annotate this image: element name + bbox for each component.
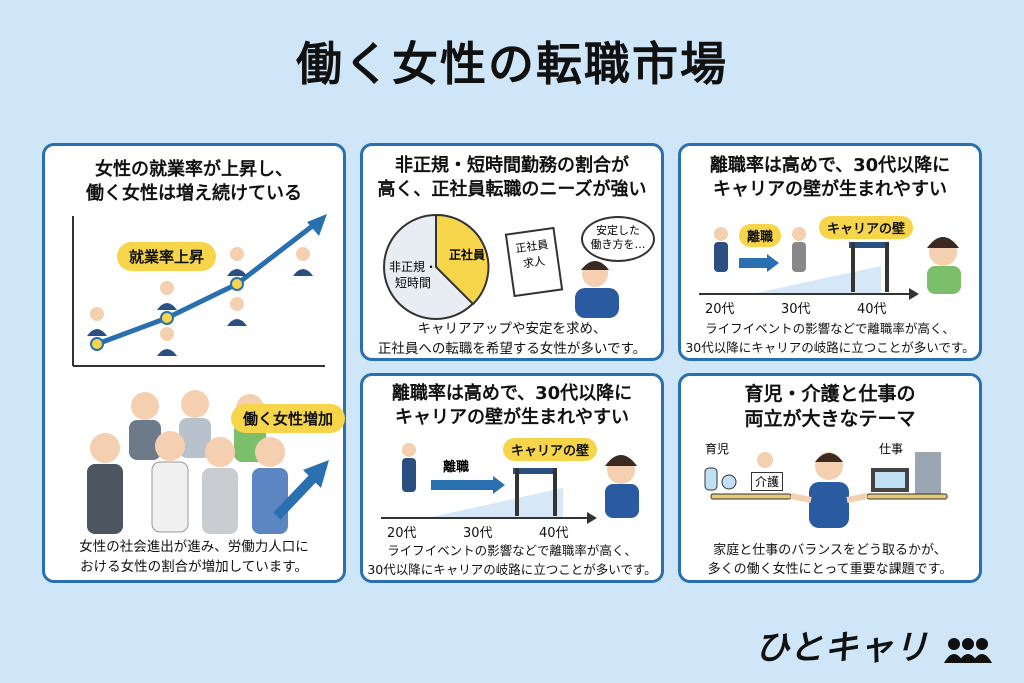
- card-title-line1: 非正規・短時間勤務の割合が: [395, 155, 629, 176]
- career-wall-illustration: [381, 443, 639, 524]
- career-wall-illustration: [699, 227, 961, 300]
- rate-graph: [72, 214, 327, 367]
- card-title-line1: 離職率は高めで、30代以降に: [391, 383, 633, 404]
- brand-logo-text: ひとキャリ: [755, 628, 930, 668]
- tag-working-women-increase: 働く女性増加: [231, 404, 346, 433]
- label-work: 仕事: [879, 442, 904, 456]
- tag-career-wall: キャリアの壁: [819, 216, 914, 239]
- card-footer-line2: 30代以降にキャリアの岐路に立つことが多いです。: [685, 340, 975, 355]
- woman-reading-icon: [575, 261, 619, 318]
- card-footer-line2: 正社員への転職を希望する女性が多いです。: [377, 341, 647, 357]
- card-title-line2: 両立が大きなテーマ: [744, 408, 916, 430]
- woman-icon: [87, 247, 313, 356]
- card-title-line1: 離職率は高めで、30代以降に: [709, 155, 951, 176]
- page-title: 働く女性の転職市場: [296, 37, 728, 91]
- card-title-line1: 育児・介護と仕事の: [744, 383, 916, 405]
- tag-employment-rate-up: 就業率上昇: [117, 242, 217, 271]
- label-childcare: 育児: [705, 442, 730, 456]
- card-footer-line1: ライフイベントの影響などで離職率が高く、: [387, 543, 637, 558]
- card-footer-line1: 家庭と仕事のバランスをどう取るかが、: [713, 543, 947, 558]
- pie-label-non-regular-2: 短時間: [395, 276, 432, 290]
- axis-label-40s: 40代: [539, 526, 569, 541]
- card-employment-rate: 女性の就業率が上昇し、 働く女性は増え続けている 就業率上昇: [42, 143, 346, 583]
- speech-bubble-line2: 働き方を…: [590, 238, 646, 252]
- card-title-line1: 女性の就業率が上昇し、: [95, 159, 293, 180]
- card-title-line2: 働く女性は増え続けている: [86, 183, 302, 204]
- label-leave: 離職: [443, 460, 470, 475]
- card-non-regular: 非正規・短時間勤務の割合が 高く、正社員転職のニーズが強い 非正規・ 短時間 正…: [360, 143, 664, 361]
- brand-logo: ひとキャリ: [755, 620, 994, 669]
- card-footer-line2: おける女性の割合が増加しています。: [80, 559, 308, 575]
- card-footer-line1: 女性の社会進出が進み、労働力人口に: [79, 539, 309, 555]
- tag-career-wall: キャリアの壁: [503, 438, 598, 461]
- card-turnover-top: 離職率は高めで、30代以降に キャリアの壁が生まれやすい 離職 キャリアの壁 2…: [678, 143, 982, 361]
- card-title-line2: キャリアの壁が生まれやすい: [713, 179, 947, 200]
- speech-bubble-line1: 安定した: [596, 224, 640, 237]
- card-footer-line2: 多くの働く女性にとって重要な課題です。: [707, 562, 953, 577]
- job-paper: 正社員 求人: [504, 226, 564, 298]
- axis-label-20s: 20代: [705, 302, 735, 317]
- axis-label-40s: 40代: [857, 302, 887, 317]
- axis-label-30s: 30代: [463, 526, 493, 541]
- axis-label-20s: 20代: [387, 526, 417, 541]
- card-turnover-bottom: 離職率は高めで、30代以降に キャリアの壁が生まれやすい 離職 キャリアの壁 2…: [360, 373, 664, 583]
- pie-label-regular: 正社員: [449, 248, 486, 262]
- card-work-life-balance: 育児・介護と仕事の 両立が大きなテーマ 育児 介護 仕事 家庭と仕事のバランスを…: [678, 373, 982, 583]
- card-footer-line1: ライフイベントの影響などで離職率が高く、: [705, 321, 955, 336]
- card-title-line2: キャリアの壁が生まれやすい: [395, 407, 629, 428]
- card-footer-line2: 30代以降にキャリアの岐路に立つことが多いです。: [367, 562, 657, 577]
- balance-illustration: [704, 452, 948, 528]
- card-title-line2: 高く、正社員転職のニーズが強い: [377, 179, 647, 200]
- axis-label-30s: 30代: [781, 302, 811, 317]
- pie-chart-icon: [383, 213, 490, 320]
- speech-bubble: 安定した 働き方を…: [581, 216, 655, 262]
- people-icon: [944, 637, 992, 663]
- tag-leave: 離職: [739, 224, 782, 247]
- card-footer-line1: キャリアアップや安定を求め、: [417, 321, 607, 337]
- label-nursing-care: 介護: [751, 472, 784, 491]
- pie-label-non-regular-1: 非正規・: [389, 260, 438, 274]
